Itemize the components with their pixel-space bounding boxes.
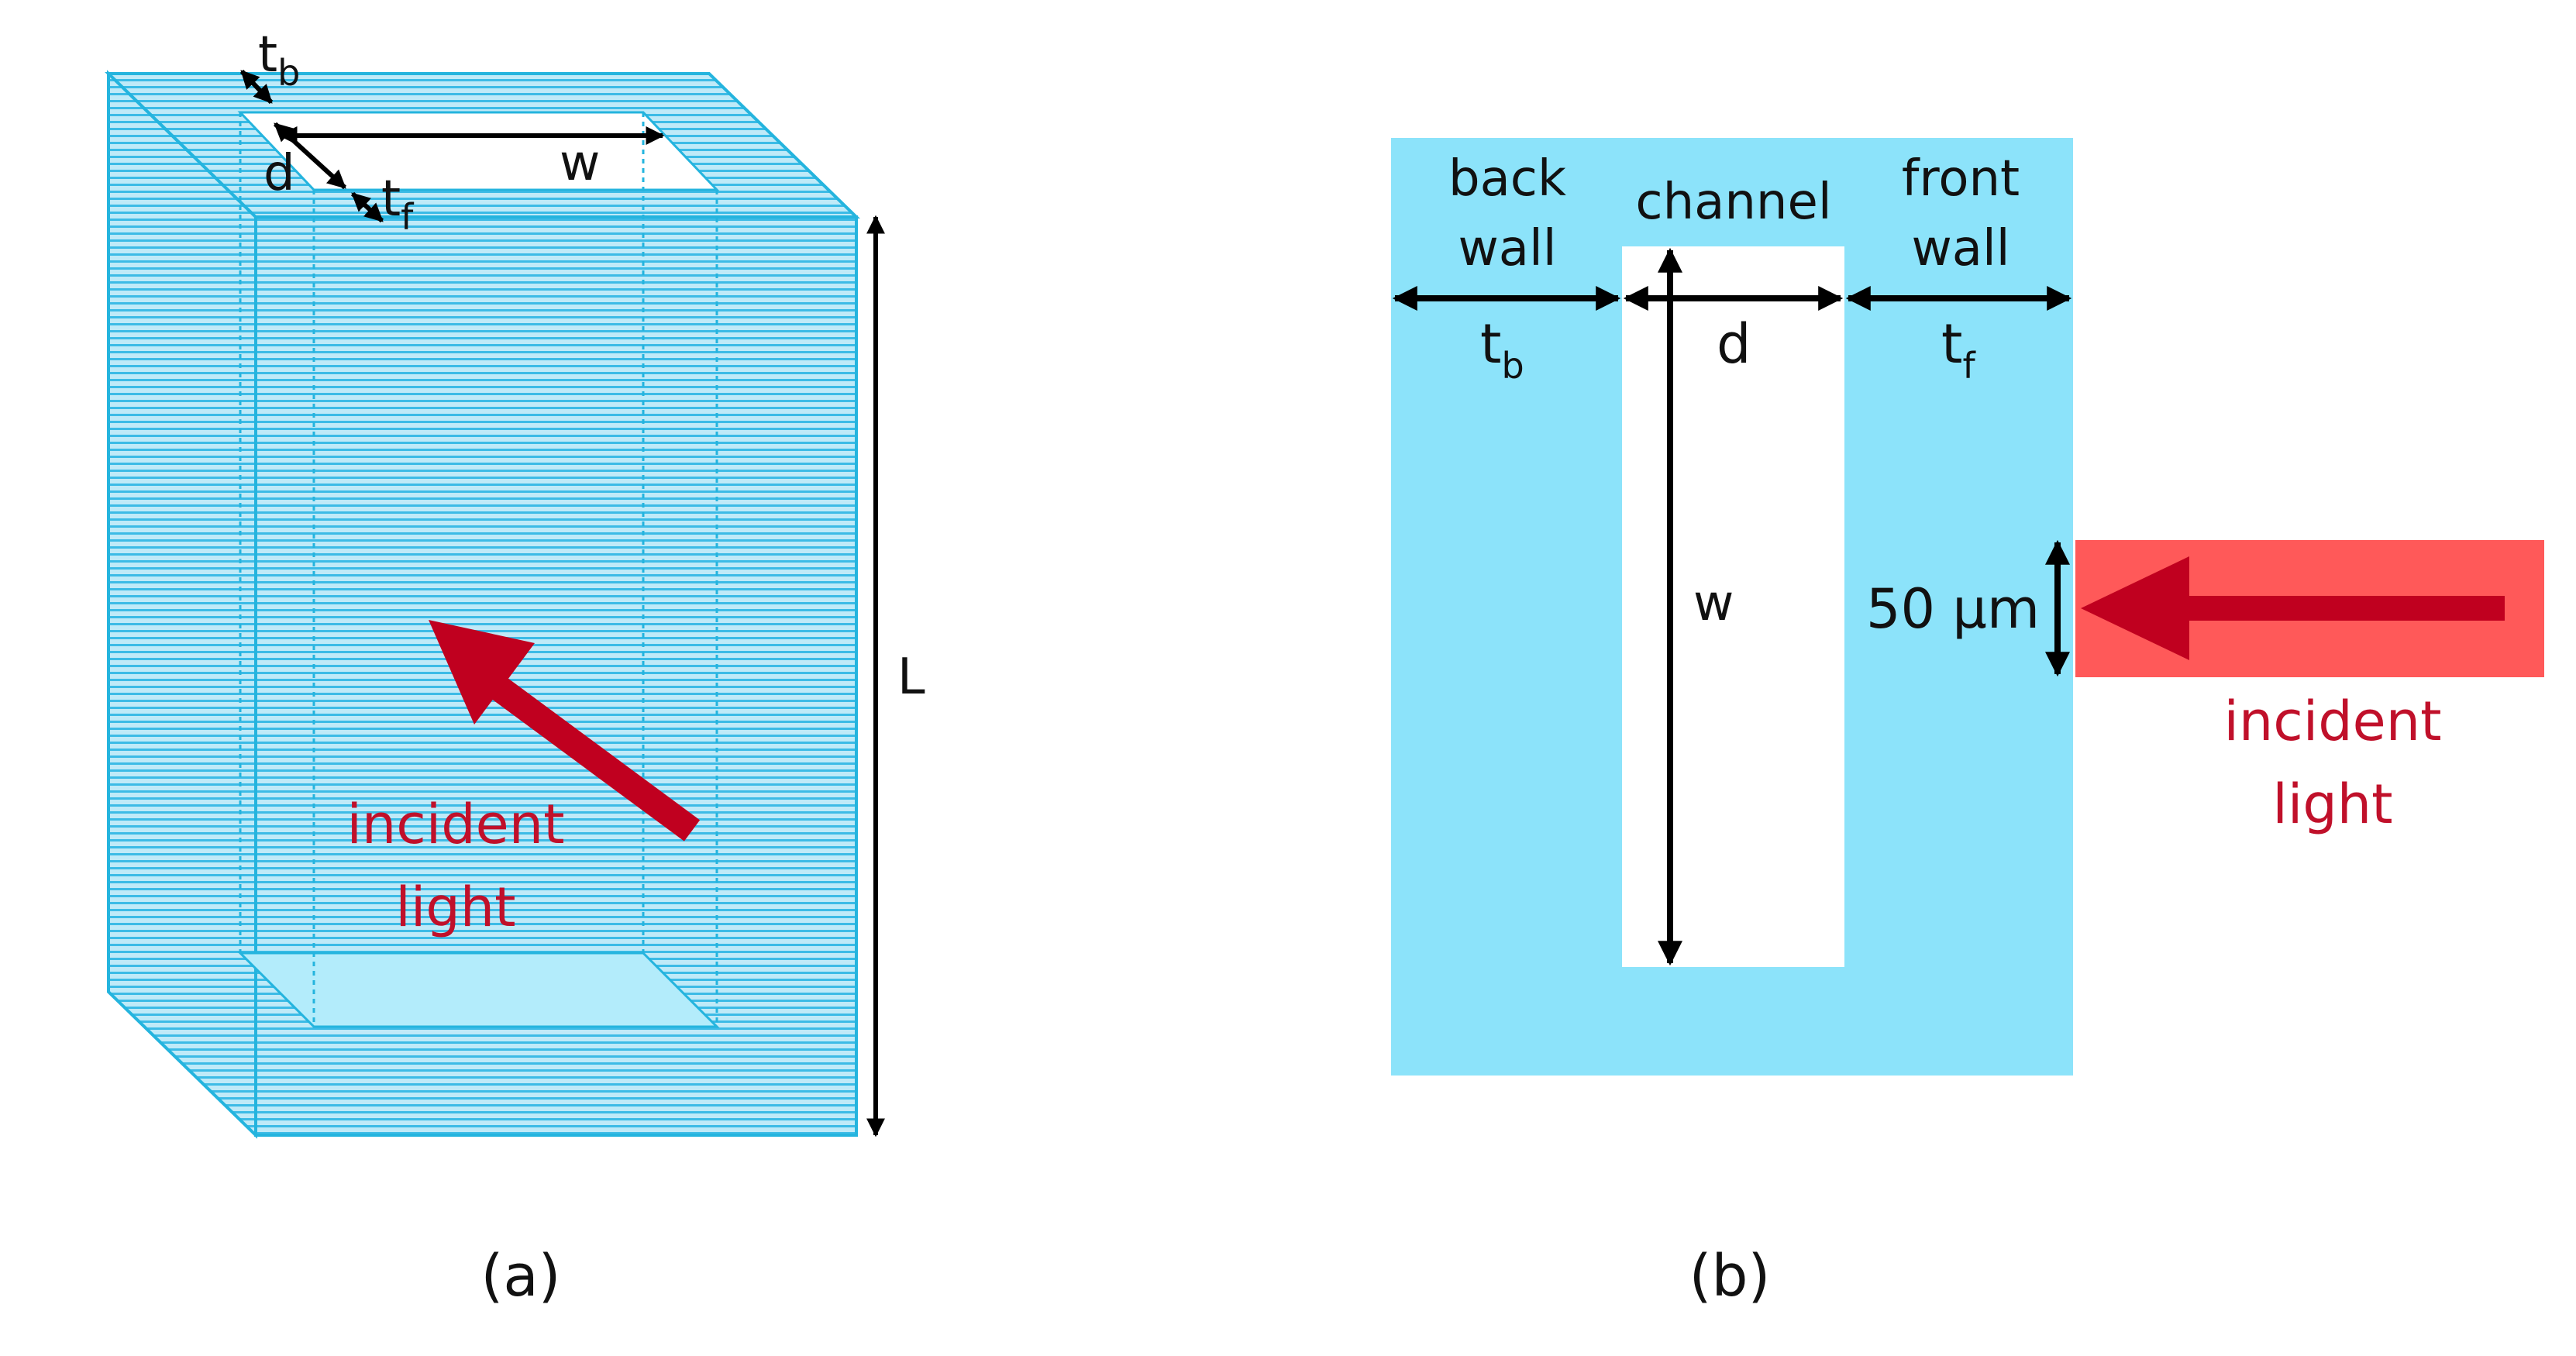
back-wall-line2: wall <box>1458 220 1556 277</box>
panel-a-block <box>105 70 860 1139</box>
panel-b-dimensions <box>1392 247 2072 966</box>
channel-hidden-edges <box>239 112 718 1027</box>
channel-label: channel <box>1635 174 1831 231</box>
channel-top-opening <box>237 111 720 191</box>
tb-arrow <box>239 69 274 105</box>
incident-arrow-b <box>2081 556 2505 660</box>
label-tf-b: tf <box>1941 312 1976 387</box>
beam-width-label: 50 μm <box>1866 577 2040 641</box>
label-d-b: d <box>1717 312 1751 376</box>
channel-bottom-face <box>237 952 720 1028</box>
incident-arrow-a <box>429 620 701 841</box>
front-wall-line2: wall <box>1911 220 2009 277</box>
caption-a: (a) <box>480 1243 560 1310</box>
incident-label-a-line2: light <box>395 876 515 939</box>
label-L: L <box>897 649 925 706</box>
back-wall-line1: back <box>1448 150 1566 208</box>
incident-label-b-line1: incident <box>2223 690 2441 753</box>
label-tb-a: tb <box>258 26 300 94</box>
label-w-a: w <box>560 135 600 192</box>
label-d-a: d <box>263 145 295 202</box>
tf-arrow <box>350 191 384 223</box>
incident-label-a-line1: incident <box>346 793 564 856</box>
d-arrow-a <box>273 122 347 190</box>
front-wall-line1: front <box>1902 150 2020 208</box>
incident-label-b-line2: light <box>2272 773 2392 836</box>
panel-a-labels: tb d w tf L <box>258 26 925 706</box>
panel-b-labels: back wall channel front wall tb d tf w 5… <box>1448 150 2040 641</box>
block-left-face <box>107 70 257 1139</box>
label-tb-b: tb <box>1480 312 1524 387</box>
caption-b: (b) <box>1689 1243 1771 1310</box>
panel-a-dimensions <box>239 69 885 1137</box>
label-w-b: w <box>1693 575 1734 632</box>
label-tf-a: tf <box>381 170 415 238</box>
